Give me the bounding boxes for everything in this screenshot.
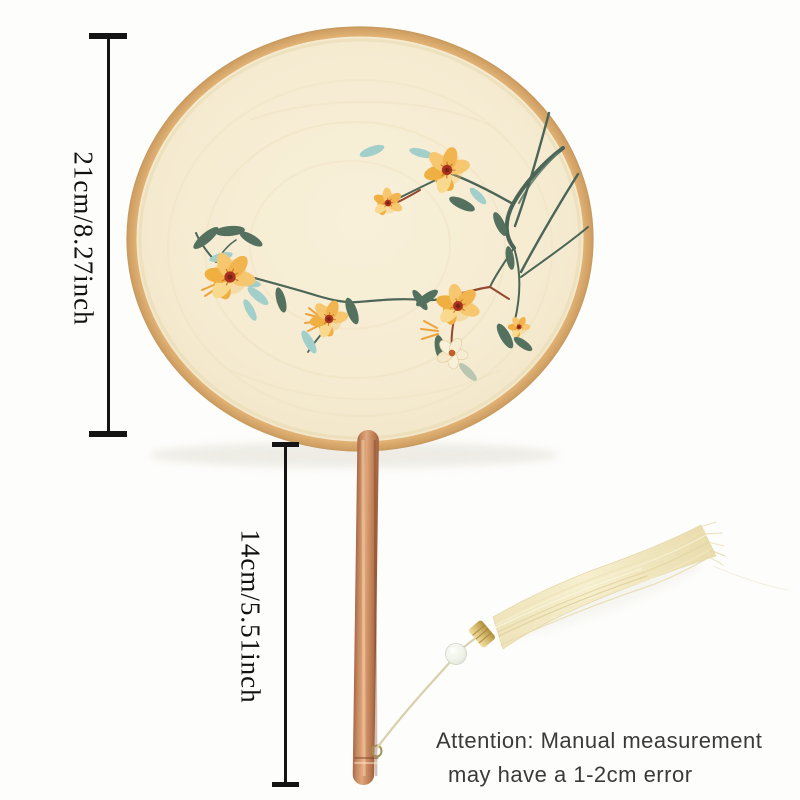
tassel-cap xyxy=(469,620,495,648)
attention-line2: may have a 1-2cm error xyxy=(448,762,693,787)
diameter-measure-label: 21cm/8.27inch xyxy=(68,151,99,326)
handle-measure xyxy=(272,442,299,787)
fan-shadow xyxy=(149,442,559,468)
measure-cap-top xyxy=(272,442,299,447)
handle-measure-label: 14cm/5.51inch xyxy=(235,529,266,704)
handle xyxy=(352,429,379,785)
measure-line xyxy=(106,39,110,431)
jade-bead xyxy=(445,643,467,665)
handle-loop xyxy=(371,744,383,758)
measure-line xyxy=(284,447,287,782)
fan-face xyxy=(126,26,594,452)
tassel-strands xyxy=(494,529,714,646)
measure-cap-top xyxy=(89,33,127,39)
tassel-fray xyxy=(699,521,789,591)
diameter-measure xyxy=(89,33,127,437)
tassel xyxy=(492,521,789,650)
embroidery xyxy=(193,111,589,381)
measure-cap-bottom xyxy=(89,431,127,437)
measure-cap-bottom xyxy=(272,782,299,787)
attention-note: Attention: Manual measurement may have a… xyxy=(436,724,762,792)
attention-line1: Attention: Manual measurement xyxy=(436,728,763,753)
silk-texture xyxy=(167,79,553,417)
